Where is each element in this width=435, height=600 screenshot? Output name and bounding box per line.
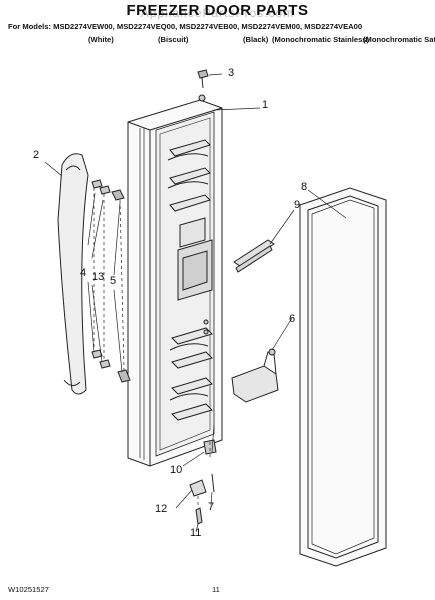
watermark: AppliancePartsPros.com (140, 6, 295, 20)
variant-black: (Black) (243, 35, 269, 44)
callout-3: 3 (228, 67, 235, 79)
callout-2: 2 (33, 149, 40, 161)
bottom-hinge (189, 439, 217, 525)
shelf-rail (233, 239, 275, 273)
upper-shelves (167, 139, 211, 212)
callout-6: 6 (289, 313, 296, 325)
callout-12: 12 (155, 503, 168, 515)
callout-7: 7 (208, 501, 215, 513)
variant-monochromatic-stainless: (Monochromatic Stainless) (272, 35, 370, 44)
door-bracket (231, 348, 279, 403)
variant-biscuit: (Biscuit) (158, 35, 189, 44)
callout-9: 9 (294, 199, 301, 211)
models-line: For Models: MSD2274VEW00, MSD2274VEQ00, … (8, 22, 363, 31)
callout-1: 1 (262, 99, 269, 111)
hinge-bushing (198, 94, 206, 102)
document-number: W10251527 (8, 585, 49, 594)
door-gasket (299, 187, 387, 567)
callout-4: 4 (80, 267, 87, 279)
page-number: 11 (212, 585, 220, 594)
callout-8: 8 (301, 181, 308, 193)
variant-white: (White) (88, 35, 114, 44)
page-title: FREEZER DOOR PARTS (126, 2, 309, 19)
variant-monochromatic-satina: (Monochromatic Satina) (363, 35, 435, 44)
door-handle (57, 153, 89, 395)
callout-10: 10 (170, 464, 183, 476)
handle-fasteners (91, 179, 131, 383)
dispenser-housing (177, 217, 213, 301)
screw-part-3 (197, 69, 209, 89)
callout-11: 11 (190, 527, 202, 539)
callout-13: 13 (92, 271, 105, 283)
lower-shelves (169, 327, 213, 421)
callout-5: 5 (110, 275, 117, 287)
leader-lines (44, 73, 347, 533)
